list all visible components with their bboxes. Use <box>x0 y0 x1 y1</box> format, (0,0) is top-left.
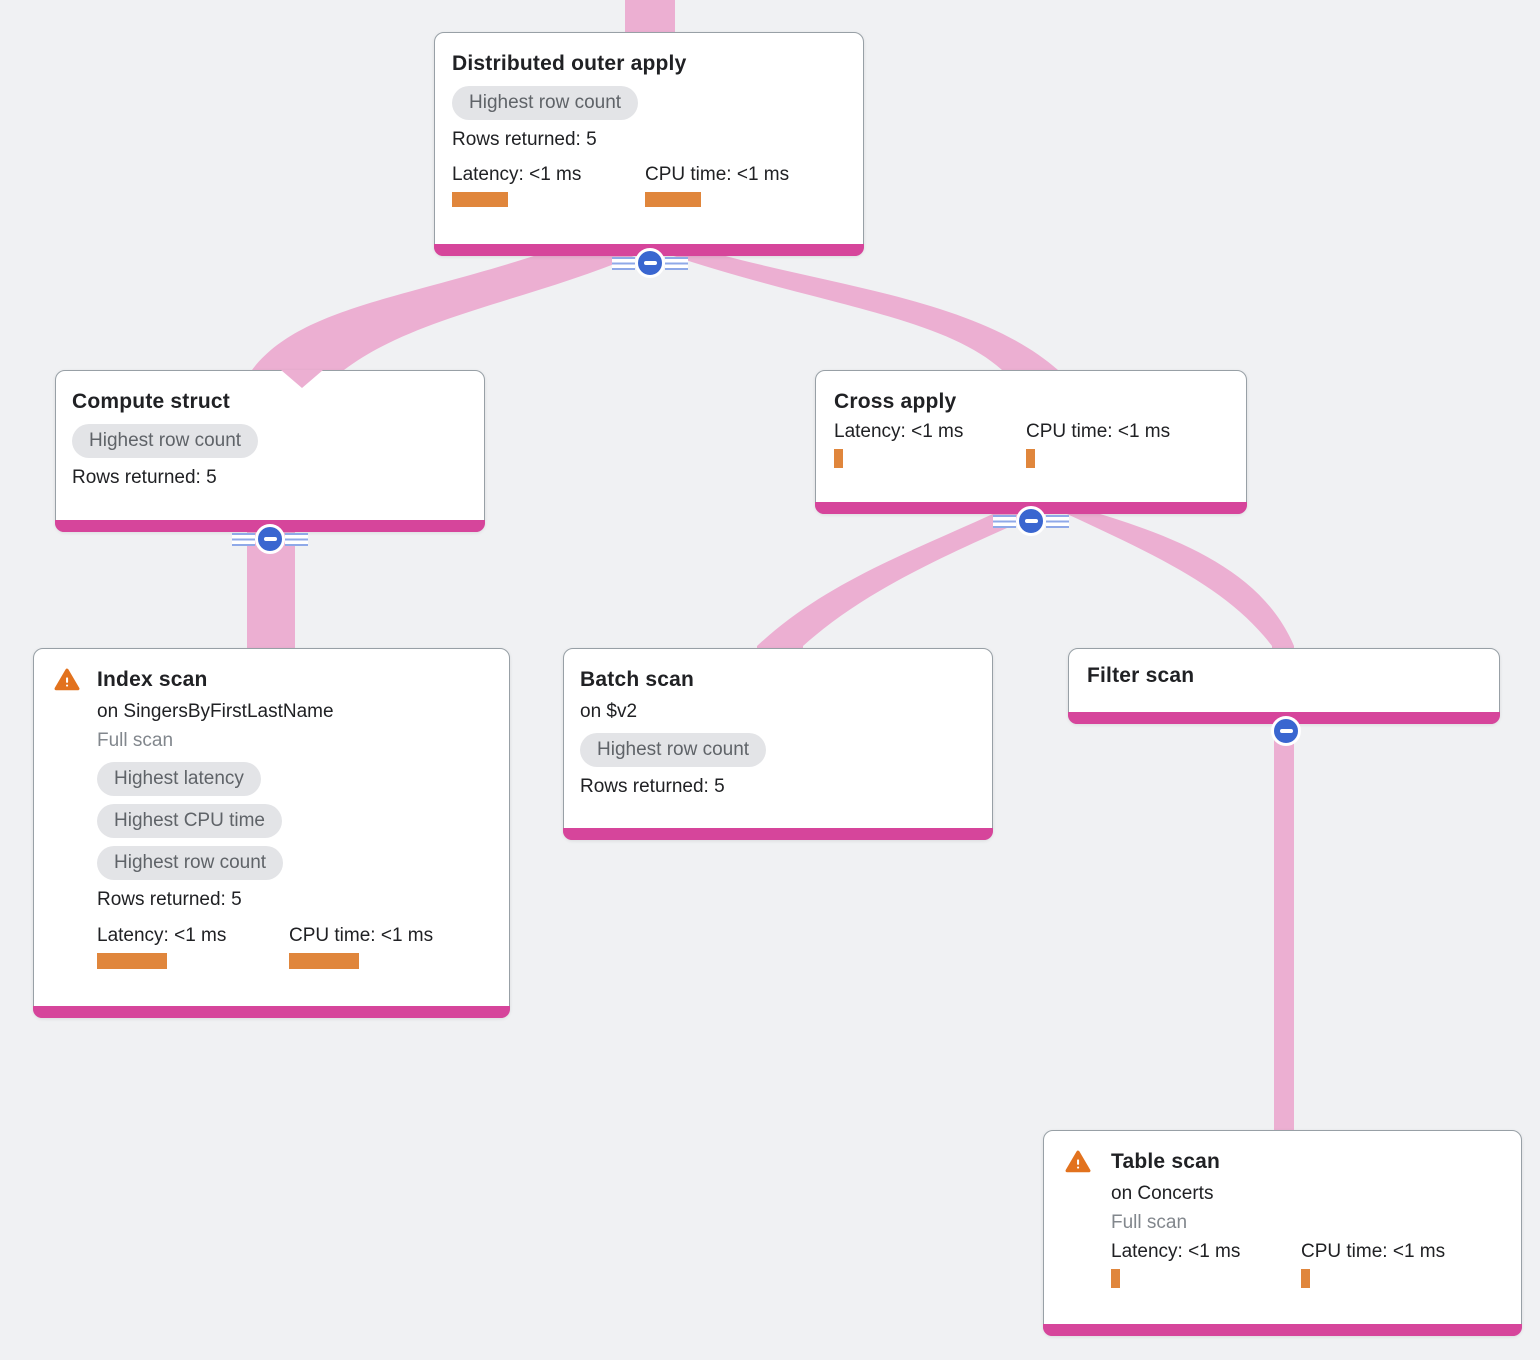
node-subtitle: on SingersByFirstLastName <box>97 701 334 722</box>
cpu-time-bar <box>1026 449 1035 468</box>
warning-icon <box>54 668 80 691</box>
latency-label: Latency: <1 ms <box>97 925 227 946</box>
cpu-time-label: CPU time: <1 ms <box>645 164 790 185</box>
node-accent-bar <box>1043 1324 1522 1336</box>
collapse-button-filter-scan[interactable] <box>1271 716 1301 746</box>
rows-returned: Rows returned: 5 <box>97 889 242 910</box>
warning-icon <box>1065 1150 1091 1173</box>
stripe-left-decoration <box>232 532 255 546</box>
collapse-minus-icon <box>1016 506 1046 536</box>
node-accent-bar <box>33 1006 510 1018</box>
plan-node-table-scan[interactable]: Table scan on Concerts Full scan Latency… <box>1043 1130 1522 1336</box>
rows-returned: Rows returned: 5 <box>72 467 217 488</box>
plan-node-index-scan[interactable]: Index scan on SingersByFirstLastName Ful… <box>33 648 510 1018</box>
stripe-right-decoration <box>665 256 688 270</box>
edge-compute-struct-to-index-scan <box>247 526 295 656</box>
edge-filter-scan-to-table-scan <box>1274 718 1294 1136</box>
latency-label: Latency: <1 ms <box>1111 1241 1241 1262</box>
plan-node-compute-struct[interactable]: Compute struct Highest row count Rows re… <box>55 370 485 532</box>
stripe-right-decoration <box>1046 514 1069 528</box>
rows-returned: Rows returned: 5 <box>452 129 597 150</box>
cpu-time-label: CPU time: <1 ms <box>1026 421 1171 442</box>
plan-node-filter-scan[interactable]: Filter scan <box>1068 648 1500 724</box>
node-title: Compute struct <box>72 390 230 413</box>
node-title: Batch scan <box>580 668 695 691</box>
stripe-left-decoration <box>993 514 1016 528</box>
edge-root-to-compute-struct <box>252 250 648 374</box>
badge-highest-cpu-time: Highest CPU time <box>97 804 282 838</box>
collapse-button-compute-struct[interactable] <box>232 524 308 554</box>
cpu-time-bar <box>289 953 359 969</box>
edge-cross-apply-to-batch-scan <box>757 508 1052 652</box>
full-scan-note: Full scan <box>97 730 174 751</box>
collapse-minus-icon <box>635 248 665 278</box>
plan-node-cross-apply[interactable]: Cross apply Latency: <1 ms CPU time: <1 … <box>815 370 1247 514</box>
collapse-minus-icon <box>1271 716 1301 746</box>
edge-cross-apply-to-filter-scan <box>1054 508 1294 652</box>
full-scan-note: Full scan <box>1111 1212 1188 1233</box>
node-title: Index scan <box>97 668 208 691</box>
latency-label: Latency: <1 ms <box>452 164 582 185</box>
node-subtitle: on Concerts <box>1111 1183 1214 1204</box>
latency-bar <box>1111 1269 1120 1288</box>
badge-highest-row-count: Highest row count <box>452 86 639 120</box>
latency-label: Latency: <1 ms <box>834 421 964 442</box>
stripe-right-decoration <box>285 532 308 546</box>
cpu-time-bar <box>1301 1269 1310 1288</box>
node-title: Distributed outer apply <box>452 52 687 75</box>
collapse-minus-icon <box>255 524 285 554</box>
badge-highest-latency: Highest latency <box>97 762 261 796</box>
collapse-button-distributed-outer-apply[interactable] <box>612 248 688 278</box>
node-title: Cross apply <box>834 390 957 413</box>
collapse-button-cross-apply[interactable] <box>993 506 1069 536</box>
badge-highest-row-count: Highest row count <box>72 424 259 458</box>
latency-bar <box>452 192 508 207</box>
badge-highest-row-count: Highest row count <box>580 733 767 767</box>
cpu-time-label: CPU time: <1 ms <box>289 925 434 946</box>
latency-bar <box>834 449 843 468</box>
rows-returned: Rows returned: 5 <box>580 776 725 797</box>
cpu-time-bar <box>645 192 701 207</box>
stripe-left-decoration <box>612 256 635 270</box>
node-title: Filter scan <box>1087 664 1195 687</box>
edge-root-to-cross-apply <box>656 250 1058 374</box>
plan-node-distributed-outer-apply[interactable]: Distributed outer apply Highest row coun… <box>434 32 864 256</box>
latency-bar <box>97 953 167 969</box>
cpu-time-label: CPU time: <1 ms <box>1301 1241 1446 1262</box>
node-accent-bar <box>563 828 993 840</box>
badge-highest-row-count: Highest row count <box>97 846 284 880</box>
node-title: Table scan <box>1111 1150 1220 1173</box>
plan-node-batch-scan[interactable]: Batch scan on $v2 Highest row count Rows… <box>563 648 993 840</box>
node-subtitle: on $v2 <box>580 701 638 722</box>
